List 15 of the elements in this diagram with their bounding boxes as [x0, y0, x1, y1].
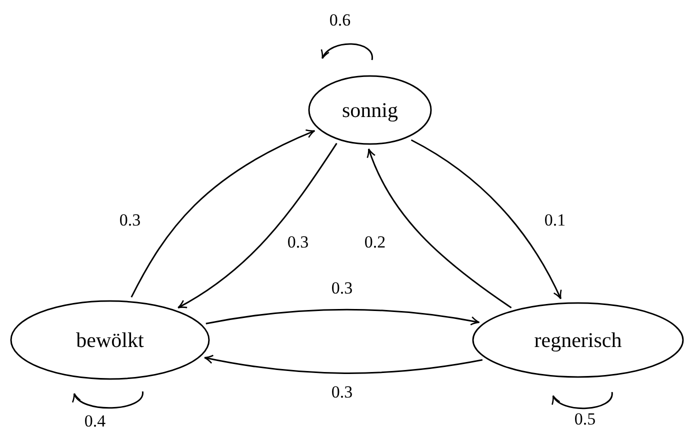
edge-label: 0.6 [327, 12, 353, 28]
edge-label: 0.3 [329, 384, 355, 400]
edge-label: 0.3 [329, 280, 355, 296]
edge-label: 0.4 [82, 412, 108, 430]
state-label: regnerisch [534, 330, 622, 350]
edge-label: 0.2 [362, 234, 388, 250]
edge-label: 0.1 [542, 212, 568, 228]
state-ellipse [10, 300, 210, 380]
edge-label: 0.5 [572, 410, 598, 428]
state-label: sonnig [342, 100, 398, 120]
edge-label: 0.3 [117, 212, 143, 228]
edge-label: 0.3 [285, 234, 311, 250]
state-ellipse [472, 302, 684, 378]
state-ellipse [308, 75, 432, 145]
state-label: bewölkt [76, 330, 144, 350]
